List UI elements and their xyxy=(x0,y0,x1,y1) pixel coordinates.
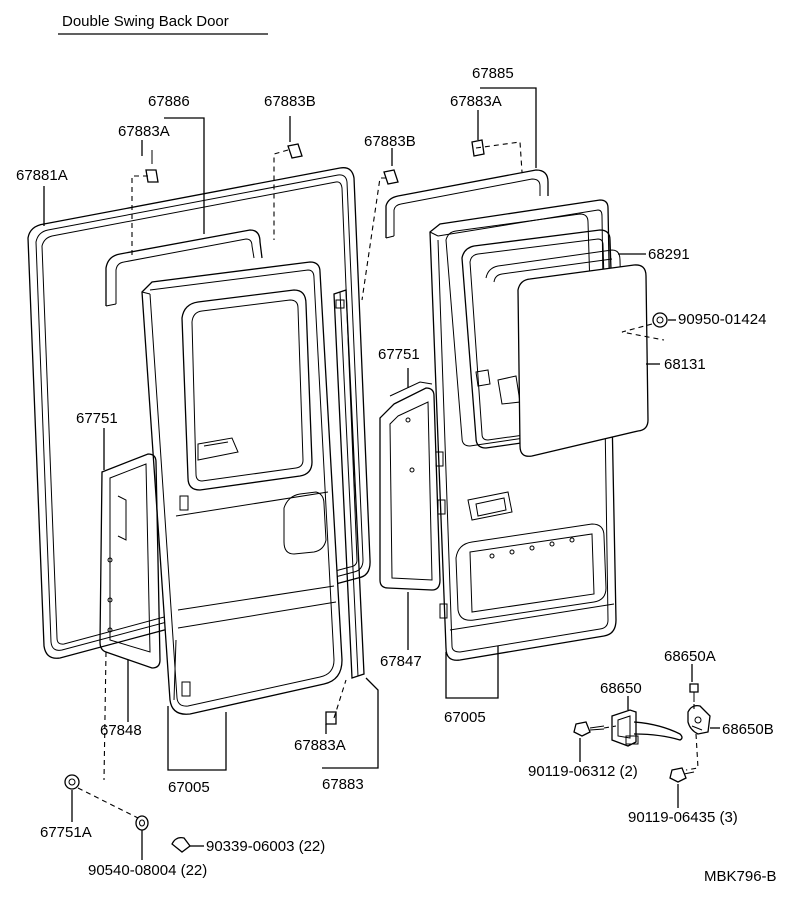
drawing-code: MBK796-B xyxy=(704,868,777,885)
label-90339-06003: 90339-06003 (22) xyxy=(206,838,325,855)
clip-67883A-bottom xyxy=(325,711,337,725)
label-68131: 68131 xyxy=(664,356,706,373)
leader-67005-right xyxy=(445,646,499,699)
label-67883A-bottom: 67883A xyxy=(294,737,346,754)
label-67848: 67848 xyxy=(100,722,142,739)
screw-68650A xyxy=(689,683,699,702)
label-68650B: 68650B xyxy=(722,721,774,738)
dash-67883A-right xyxy=(475,141,523,173)
frame-67886 xyxy=(105,229,263,307)
dash-90950 xyxy=(621,323,665,341)
edge-strip-67883 xyxy=(333,289,365,679)
label-90950-01424: 90950-01424 xyxy=(678,311,766,328)
label-67885: 67885 xyxy=(472,65,514,82)
trim-panel-67751-right xyxy=(379,381,441,591)
clip-90950 xyxy=(652,312,668,328)
dash-90119-06312 xyxy=(603,725,617,729)
label-67883: 67883 xyxy=(322,776,364,793)
label-67751A: 67751A xyxy=(40,824,92,841)
label-67005-right: 67005 xyxy=(444,709,486,726)
label-67881A: 67881A xyxy=(16,167,68,184)
label-68650: 68650 xyxy=(600,680,642,697)
trim-panel-67751-left xyxy=(99,453,161,669)
leader-67886 xyxy=(164,117,205,234)
clip-67883B-left xyxy=(287,143,303,159)
label-90119-06435: 90119-06435 (3) xyxy=(628,809,738,826)
label-68291: 68291 xyxy=(648,246,690,263)
glass-68131 xyxy=(517,264,649,457)
diagram-title: Double Swing Back Door xyxy=(62,13,229,30)
leader-67885 xyxy=(480,87,537,168)
lever-68650B xyxy=(687,704,711,735)
clip-67883A-left xyxy=(145,150,159,183)
dash-67751A xyxy=(103,651,107,781)
label-67883A-left: 67883A xyxy=(118,123,170,140)
clip-67883B-mid xyxy=(383,169,399,185)
dash-67883A-left xyxy=(131,175,148,258)
leader-67883 xyxy=(322,677,379,769)
dash-90119-06435 xyxy=(685,733,699,771)
label-67847: 67847 xyxy=(380,653,422,670)
dash-67883B-mid xyxy=(361,177,386,301)
label-67751-right: 67751 xyxy=(378,346,420,363)
label-67883B-mid: 67883B xyxy=(364,133,416,150)
bolt-90119-06435 xyxy=(669,767,695,783)
grommet-67751A xyxy=(64,774,80,790)
label-67005-left: 67005 xyxy=(168,779,210,796)
clip-90339 xyxy=(171,836,191,853)
label-90540-08004: 90540-08004 (22) xyxy=(88,862,207,879)
label-67883A-right: 67883A xyxy=(450,93,502,110)
label-67883B-left: 67883B xyxy=(264,93,316,110)
weatherstrip-67881A xyxy=(27,167,371,659)
label-90119-06312: 90119-06312 (2) xyxy=(528,763,638,780)
label-68650A: 68650A xyxy=(664,648,716,665)
strip-67885 xyxy=(385,169,549,239)
dash-67883A-bottom xyxy=(333,679,347,719)
leader-67005-left xyxy=(167,706,227,771)
bolt-90119-06312 xyxy=(573,721,605,737)
dash-90540 xyxy=(77,787,139,819)
dash-67883B-left xyxy=(273,149,289,240)
label-67751-left: 67751 xyxy=(76,410,118,427)
door-left-67005 xyxy=(141,261,343,715)
label-67886: 67886 xyxy=(148,93,190,110)
handle-68650 xyxy=(611,709,683,747)
